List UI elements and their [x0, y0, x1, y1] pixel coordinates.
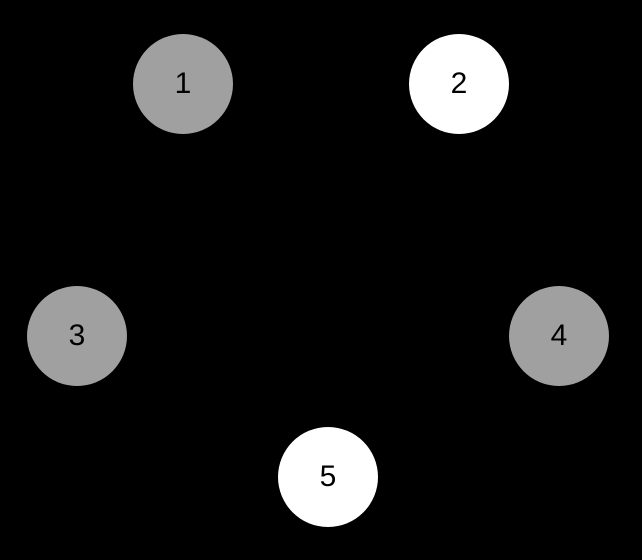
- graph-node-5[interactable]: 5: [278, 427, 378, 527]
- graph-node-label: 5: [319, 460, 337, 493]
- graph-node-3[interactable]: 3: [27, 286, 127, 386]
- graph-node-label: 1: [174, 67, 192, 100]
- graph-node-label: 4: [550, 319, 568, 352]
- graph-node-1[interactable]: 1: [133, 34, 233, 134]
- graph-node-label: 3: [68, 319, 86, 352]
- graph-node-4[interactable]: 4: [509, 286, 609, 386]
- graph-node-2[interactable]: 2: [409, 34, 509, 134]
- graph-node-label: 2: [450, 67, 468, 100]
